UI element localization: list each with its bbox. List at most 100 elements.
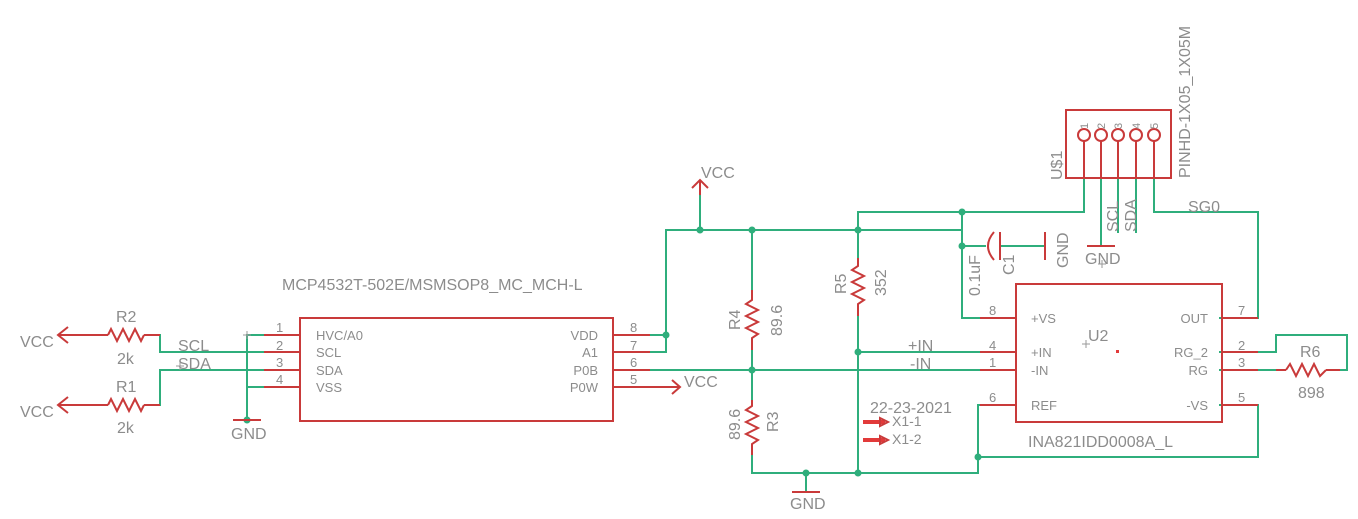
- origin-cross: [243, 331, 251, 339]
- origin-cross: [1082, 340, 1090, 348]
- u2-left-pin-leads: [980, 317, 1016, 406]
- resistor-r3-zigzag: [743, 400, 761, 455]
- resistor-r2-name: R2: [116, 309, 137, 326]
- vcc-arrow-icon: [56, 396, 95, 414]
- header-pin-circle: [1111, 128, 1125, 142]
- header-pin-num: 4: [1131, 123, 1143, 129]
- net-label-header-sda: SDA: [1123, 199, 1140, 232]
- net-label-header-scl: SCL: [1105, 201, 1122, 232]
- testpoint-x1-1: X1-1: [892, 413, 922, 429]
- wire-rg2: [1219, 334, 1348, 371]
- ic1-pin-name: P0W: [570, 380, 599, 395]
- vcc-label-right: VCC: [684, 374, 718, 391]
- u2-pin-num: 8: [989, 303, 996, 318]
- resistor-r2-zigzag: [107, 326, 145, 344]
- ic1-pin-num: 4: [276, 372, 283, 387]
- u2-pin-num: 1: [989, 355, 996, 370]
- resistor-r6-value: 898: [1298, 385, 1325, 402]
- u2-right-pin-leads: [1222, 317, 1258, 406]
- gnd-label-header: GND: [1085, 251, 1121, 268]
- testpoints: 22-23-2021 X1-1 X1-2: [863, 400, 952, 447]
- resistor-r2-value: 2k: [117, 351, 135, 368]
- resistor-r4-zigzag: [743, 290, 761, 350]
- junction: [854, 226, 862, 234]
- junction: [974, 453, 982, 461]
- wire-r1-sda: [159, 369, 265, 406]
- junction: [854, 469, 862, 477]
- testpoint-pad: [863, 438, 885, 442]
- capacitor-value: 0.1uF: [967, 255, 984, 296]
- junction: [958, 242, 966, 250]
- resistor-r1-name: R1: [116, 379, 137, 396]
- capacitor-c1: 0.1uF C1: [967, 231, 1018, 296]
- net-label-plus-in: +IN: [908, 338, 933, 355]
- ic1-pin-name: A1: [582, 345, 598, 360]
- gnd-label-left: GND: [231, 426, 267, 443]
- resistor-r5-name: R5: [833, 273, 850, 294]
- u2-name: U2: [1088, 328, 1109, 345]
- testpoint-x1-2: X1-2: [892, 431, 922, 447]
- net-label-scl: SCL: [178, 338, 209, 355]
- ic1-pin-num: 6: [630, 355, 637, 370]
- header-pin-leads: [1083, 141, 1155, 178]
- resistor-r4-name: R4: [727, 309, 744, 330]
- capacitor-curved-plate: [987, 231, 995, 261]
- u2-value: INA821IDD0008A_L: [1028, 434, 1173, 451]
- resistor-r5-value: 352: [873, 269, 890, 296]
- ic1-pin-num: 5: [630, 372, 637, 387]
- header-pin-circle: [1094, 128, 1108, 142]
- u2-pin-name: OUT: [1181, 311, 1209, 326]
- ic1-left-pin-leads: [264, 334, 300, 388]
- u2-pin-name: REF: [1031, 398, 1057, 413]
- wire-a1: [649, 334, 667, 353]
- net-label-sg0: SG0: [1188, 199, 1220, 216]
- resistor-r5-zigzag: [849, 258, 867, 316]
- ic1-pin-name: SDA: [316, 363, 343, 378]
- header-pin-num: 2: [1096, 123, 1108, 129]
- resistors: R2 2k R1 2k R4 89.6 89.6 R3 R5 352 R6 89…: [95, 258, 1340, 455]
- u2-pin-name: RG_2: [1174, 345, 1208, 360]
- testpoint-pad: [863, 420, 885, 424]
- resistor-r6-name: R6: [1300, 344, 1321, 361]
- testpoint-date-label: 22-23-2021: [870, 400, 952, 417]
- ic1-pin-num: 8: [630, 320, 637, 335]
- header-pin-circle: [1077, 128, 1091, 142]
- wire-ic1-hvc: [246, 334, 265, 421]
- testpoint-tip-icon: [879, 434, 891, 446]
- u2-pin-num: 5: [1238, 390, 1245, 405]
- vcc-arrow-icon: [56, 326, 95, 344]
- wire-vdd-vcc: [649, 229, 961, 336]
- resistor-r3-name: R3: [765, 411, 782, 432]
- origin-cross: [1098, 260, 1106, 268]
- u2-origin-marker: [1116, 350, 1119, 353]
- ic1-pin-num: 1: [276, 320, 283, 335]
- u2-pin-num: 3: [1238, 355, 1245, 370]
- u2-pin-num: 7: [1238, 303, 1245, 318]
- junction: [696, 226, 704, 234]
- vcc-arrow-icon: [650, 379, 682, 395]
- junctions: [243, 208, 982, 477]
- resistor-r1-zigzag: [107, 396, 145, 414]
- resistor-r4-value: 89.6: [769, 305, 786, 336]
- header-pin-circle: [1147, 128, 1161, 142]
- net-label-minus-in: -IN: [910, 356, 931, 373]
- u2-pin-name: RG: [1189, 363, 1209, 378]
- ic1-pin-name: P0B: [573, 363, 598, 378]
- u2-pin-num: 6: [989, 390, 996, 405]
- junction: [748, 366, 756, 374]
- u2-pin-num: 2: [1238, 338, 1245, 353]
- ic1-pin-num: 3: [276, 355, 283, 370]
- gnd-label-cap: GND: [1055, 232, 1072, 268]
- header-pin-circle: [1129, 128, 1143, 142]
- origin-cross: [176, 362, 184, 370]
- junction: [854, 348, 862, 356]
- net-label-sda: SDA: [178, 356, 211, 373]
- u2-pin-num: 4: [989, 338, 996, 353]
- junction: [662, 331, 670, 339]
- vcc-label-left-2: VCC: [20, 404, 54, 421]
- junction: [802, 469, 810, 477]
- ic1-right-pin-leads: [613, 334, 650, 388]
- ic-ina821: U2 INA821IDD0008A_L 8 4 1 6 +VS +IN -IN …: [980, 283, 1258, 451]
- junction: [748, 226, 756, 234]
- header-pin-num: 3: [1113, 123, 1125, 129]
